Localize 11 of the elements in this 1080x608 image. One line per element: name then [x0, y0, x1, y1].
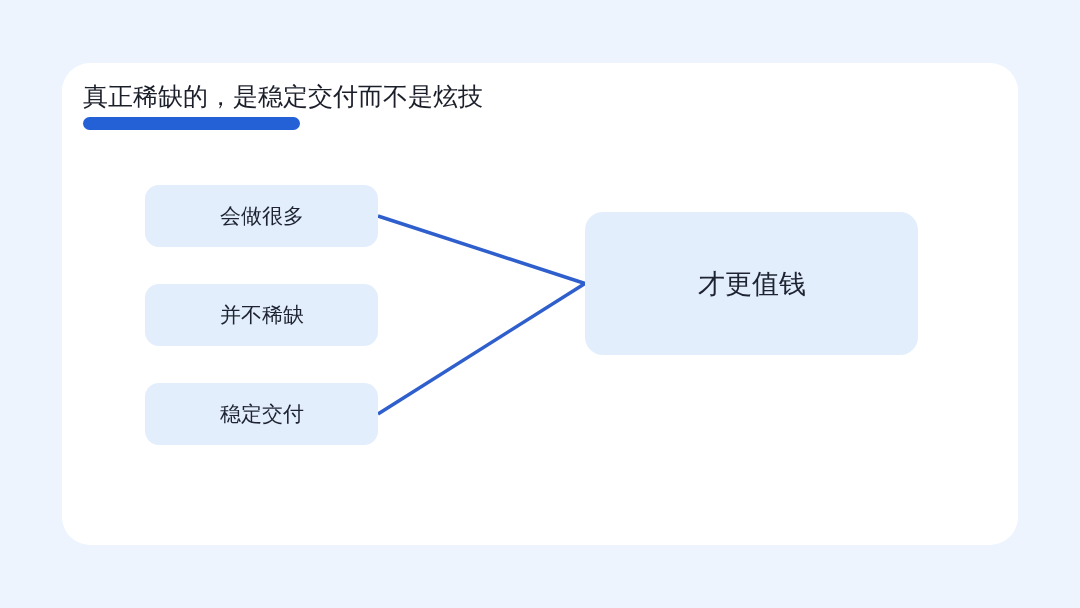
node-label: 稳定交付: [219, 401, 304, 428]
process-box: [585, 212, 918, 355]
process-box: [145, 185, 378, 247]
node-label: 会做很多: [219, 203, 304, 230]
connector-line: [377, 214, 586, 286]
node-label: 并不稀缺: [219, 302, 304, 329]
node-label: 才更值钱: [697, 266, 806, 301]
process-box: [145, 383, 378, 445]
process-box: [145, 284, 378, 346]
connector-line: [377, 282, 586, 416]
title: 真正稀缺的，是稳定交付而不是炫技: [83, 81, 483, 113]
